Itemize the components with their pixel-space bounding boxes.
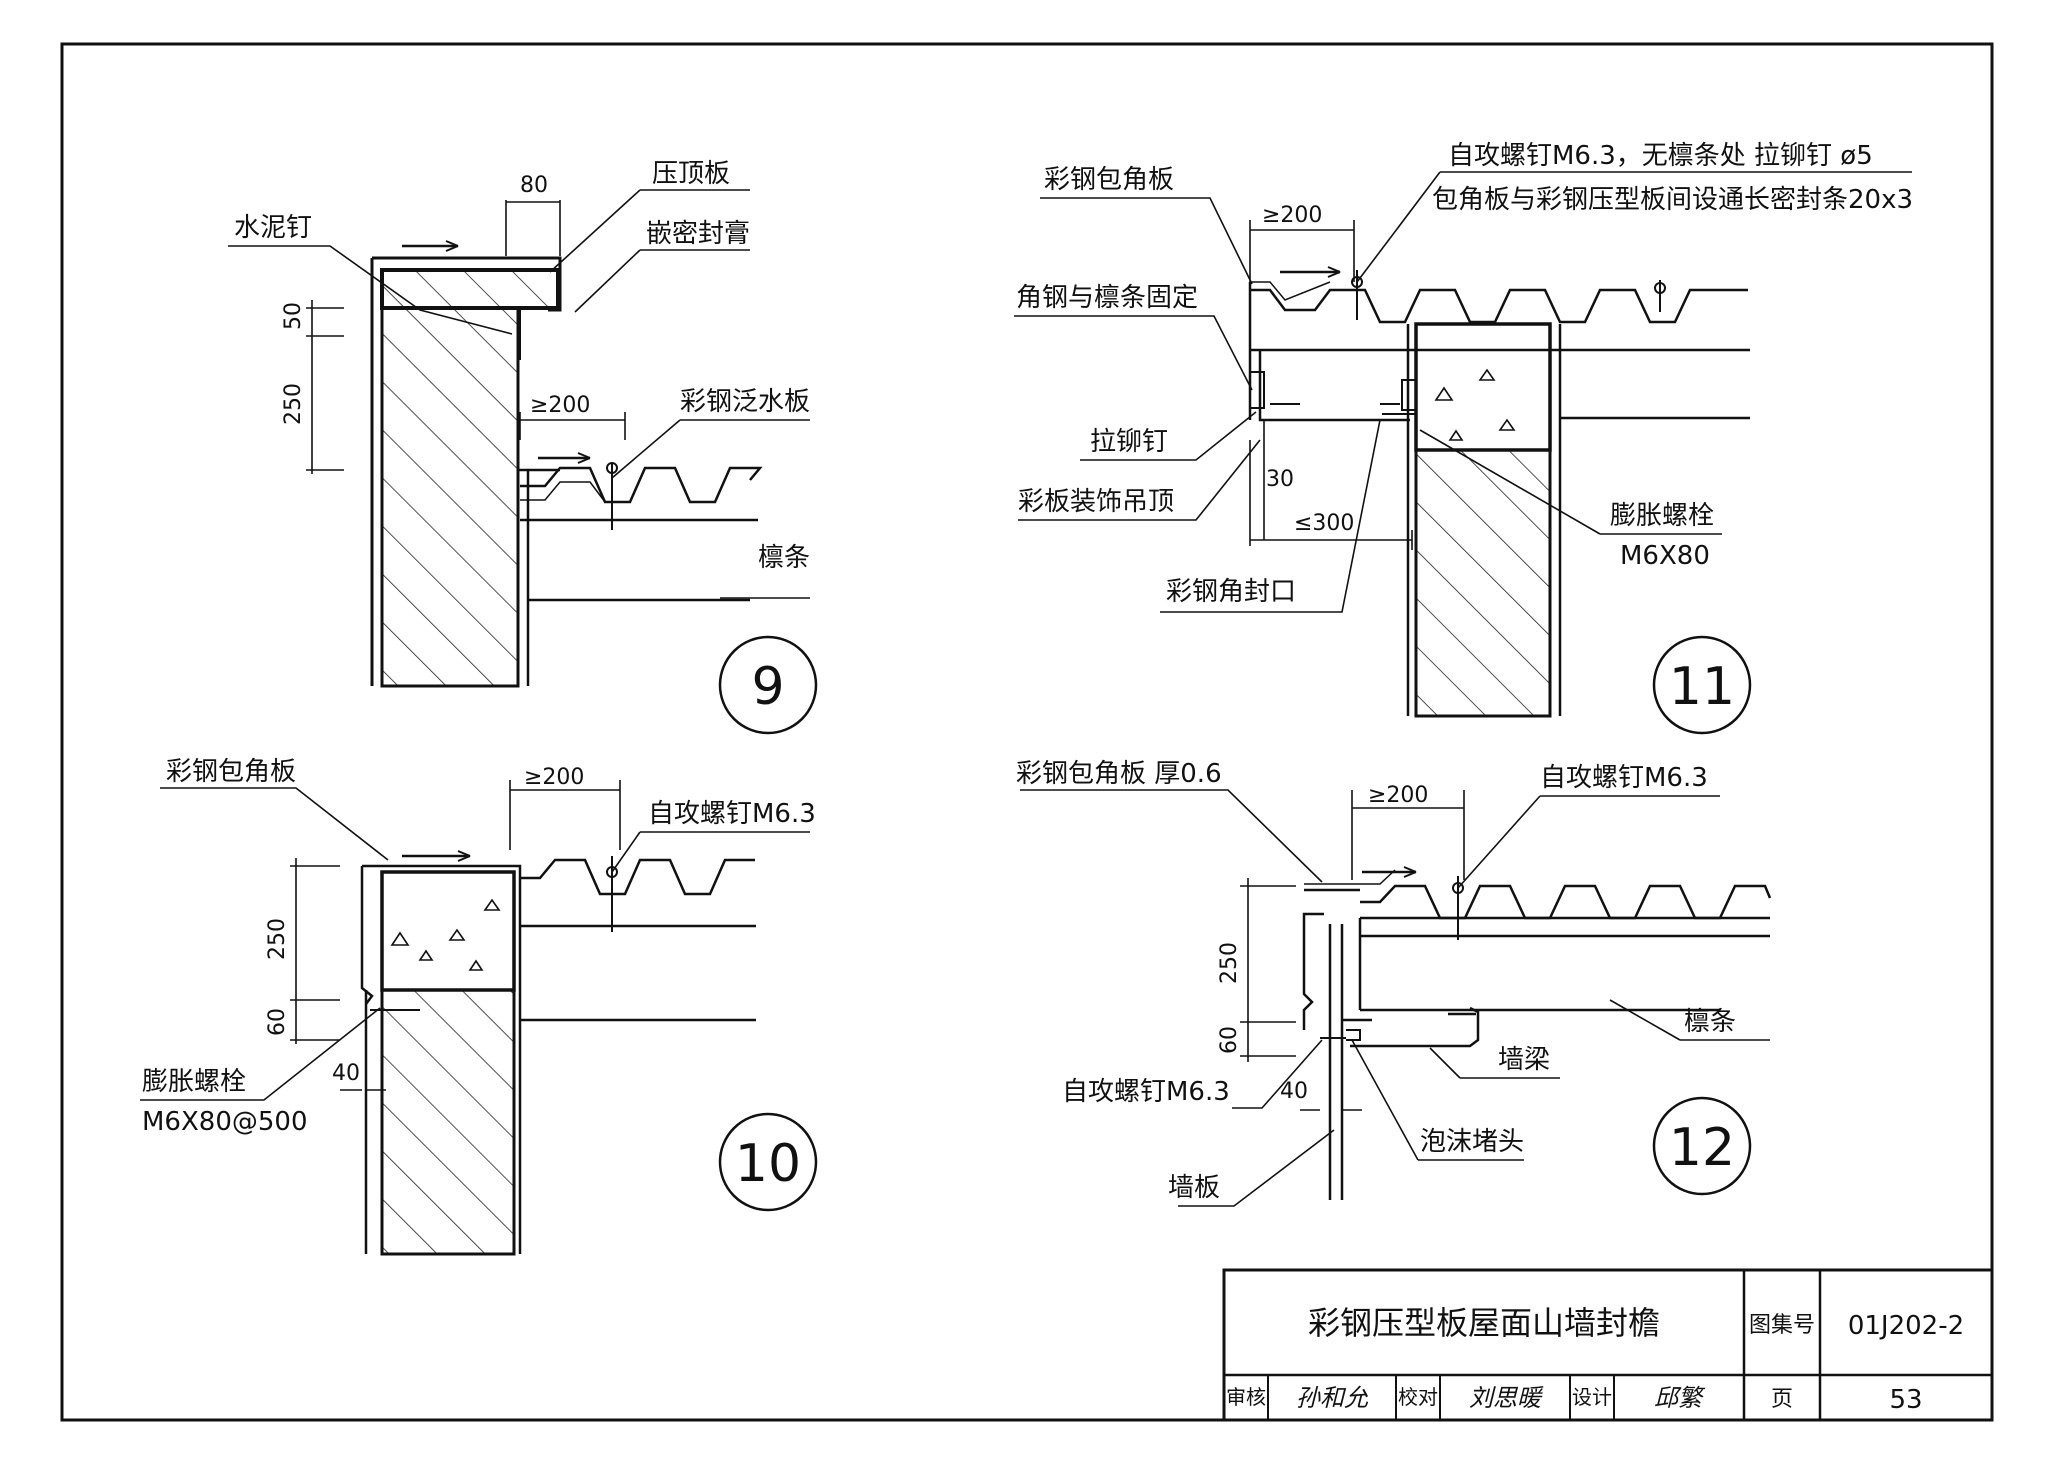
label-note-2: 包角板与彩钢压型板间设通长密封条20x3	[1432, 185, 1913, 215]
detail-11: ≥200 30 ≤300 自攻螺钉M6.3，无檩条处 拉铆钉 ø5 包角板与彩钢…	[1014, 141, 1913, 735]
label-purlin: 檩条	[1684, 1007, 1736, 1037]
label-bolt-spec: M6X80	[1620, 541, 1710, 571]
label-corner-board: 彩钢包角板	[166, 757, 296, 787]
atlas-label: 图集号	[1749, 1313, 1815, 1338]
dim-300: ≤300	[1294, 511, 1354, 536]
wall-section	[380, 306, 520, 688]
label-corner-board: 彩钢包角板 厚0.6	[1016, 759, 1222, 789]
roof-sheet	[520, 858, 755, 896]
check-label: 校对	[1398, 1385, 1438, 1409]
label-angle-fix: 角钢与檩条固定	[1016, 283, 1198, 313]
label-purlin: 檩条	[758, 543, 810, 573]
label-wall-beam: 墙梁	[1498, 1045, 1550, 1075]
detail-9: 80 50 250 ≥200 水泥钉 压顶板 嵌密封膏 彩钢泛水板 檩条 9	[228, 159, 818, 735]
label-rivet: 拉铆钉	[1090, 427, 1168, 457]
wall-section	[1414, 448, 1552, 718]
dim-250: 250	[281, 383, 306, 425]
detail-number-circle	[718, 635, 818, 735]
page-label: 页	[1771, 1387, 1793, 1412]
label-wall-panel: 墙板	[1168, 1173, 1220, 1203]
label-bolt: 膨胀螺栓	[142, 1067, 246, 1097]
design-signature: 邱繁	[1654, 1384, 1706, 1412]
check-signature: 刘思暖	[1469, 1384, 1544, 1412]
dim-250: 250	[1217, 942, 1242, 984]
detail-number-circle	[718, 1112, 818, 1212]
dim-250: 250	[265, 918, 290, 960]
detail-12: ≥200 250 60 40 彩钢包角板 厚0.6 自攻螺钉M6.3 檩条 墙梁…	[1016, 759, 1772, 1207]
roof-sheet	[520, 466, 763, 504]
dim-40: 40	[1280, 1079, 1308, 1104]
detail-number-circle	[1652, 1096, 1752, 1196]
review-signature: 孙和允	[1296, 1384, 1369, 1412]
label-screw: 自攻螺钉M6.3	[648, 799, 816, 829]
label-corner-seal: 彩钢角封口	[1166, 577, 1296, 607]
dim-60: 60	[265, 1008, 290, 1036]
detail-number: 11	[1669, 657, 1735, 717]
label-cement-nail: 水泥钉	[234, 213, 312, 243]
dim-200: ≥200	[1368, 783, 1428, 808]
label-ceiling: 彩板装饰吊顶	[1018, 487, 1174, 517]
label-screw-side: 自攻螺钉M6.3	[1062, 1077, 1230, 1107]
review-label: 审核	[1226, 1385, 1266, 1409]
label-coping-board: 压顶板	[652, 159, 730, 189]
drawing-title: 彩钢压型板屋面山墙封檐	[1308, 1304, 1660, 1342]
dim-40: 40	[332, 1061, 360, 1086]
sheet-border	[60, 42, 1994, 1422]
design-label: 设计	[1572, 1385, 1612, 1409]
label-sealant: 嵌密封膏	[646, 219, 750, 249]
wall-beam	[1342, 1006, 1480, 1048]
label-foam: 泡沫堵头	[1420, 1127, 1524, 1157]
roof-sheet	[1360, 884, 1772, 920]
title-block: 彩钢压型板屋面山墙封檐 图集号 01J202-2 审核 孙和允 校对 刘思暖 设…	[1222, 1268, 1994, 1422]
dim-200: ≥200	[530, 393, 590, 418]
dim-200: ≥200	[524, 765, 584, 790]
page-number: 53	[1889, 1385, 1922, 1415]
label-screw-top: 自攻螺钉M6.3	[1540, 763, 1708, 793]
concrete-ring-beam	[1414, 322, 1552, 452]
roof-sheet	[1250, 288, 1748, 324]
detail-10: ≥200 250 60 40 彩钢包角板 自攻螺钉M6.3 膨胀螺栓 M6X80…	[140, 757, 818, 1256]
detail-number: 12	[1669, 1118, 1735, 1178]
dim-80: 80	[520, 173, 548, 198]
coping-board	[380, 268, 560, 310]
corner-flashing	[1302, 912, 1324, 1030]
label-bolt-spec: M6X80@500	[142, 1107, 308, 1137]
dim-60: 60	[1217, 1026, 1242, 1054]
detail-number: 10	[735, 1134, 801, 1194]
label-bolt: 膨胀螺栓	[1610, 501, 1714, 531]
label-note-1: 自攻螺钉M6.3，无檩条处 拉铆钉 ø5	[1448, 141, 1873, 171]
dim-50: 50	[281, 302, 306, 330]
dim-200: ≥200	[1262, 203, 1322, 228]
detail-number-circle	[1652, 635, 1752, 735]
concrete-coping	[380, 870, 516, 992]
dim-30: 30	[1266, 467, 1294, 492]
label-flashing: 彩钢泛水板	[680, 387, 810, 417]
detail-number: 9	[751, 657, 784, 717]
label-corner-board: 彩钢包角板	[1044, 165, 1174, 195]
atlas-number: 01J202-2	[1848, 1311, 1964, 1341]
